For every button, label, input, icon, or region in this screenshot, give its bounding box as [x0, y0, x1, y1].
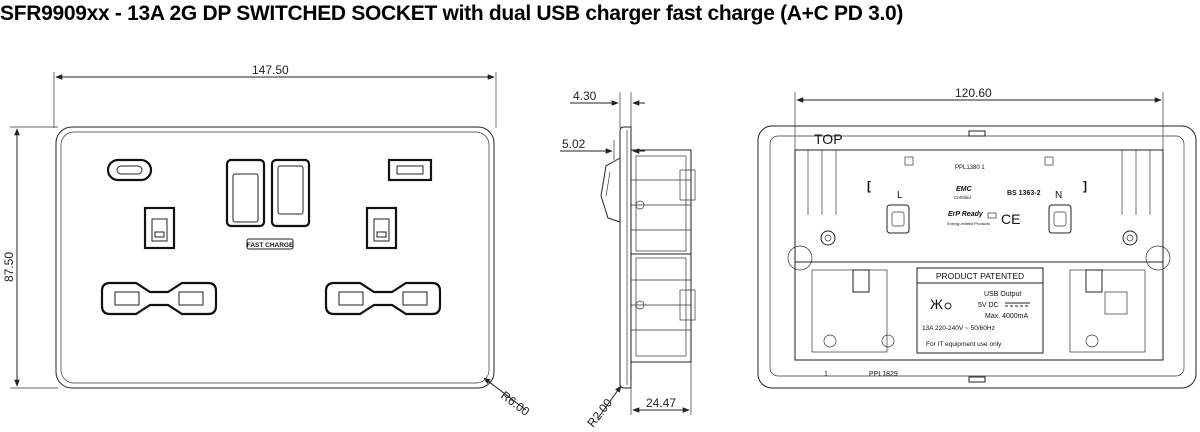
ce-mark: CE	[1001, 211, 1020, 227]
left-switch	[225, 158, 266, 228]
back-bottom-ppl: PPL1829	[869, 371, 898, 378]
front-view: 147.50 87.50 FAST CHARGE	[2, 63, 532, 419]
fast-charge-badge	[246, 238, 294, 250]
front-height-dim: 87.50	[2, 252, 16, 282]
fixing-hole-left-icon	[820, 230, 836, 246]
front-radius-dim: R6.00	[498, 388, 532, 419]
standard-label: BS 1363-2	[1007, 190, 1041, 197]
side-body	[630, 149, 696, 363]
right-pin-slots	[324, 281, 442, 316]
left-earth-slot	[143, 206, 176, 250]
emc-sub-label: Certified	[954, 195, 971, 200]
neutral-terminal-label: N	[1055, 190, 1062, 201]
back-box	[794, 149, 1164, 361]
front-plate	[55, 126, 495, 389]
right-earth-slot	[365, 206, 398, 250]
rating-label: 13A 220-240V ~ 50/60Hz	[922, 325, 995, 332]
side-switch-rocker	[600, 157, 621, 223]
page-title: SFR9909xx - 13A 2G DP SWITCHED SOCKET wi…	[0, 2, 904, 25]
usb-a-port-icon	[387, 158, 433, 182]
info-icon	[944, 302, 952, 310]
usb-c-port-icon	[106, 158, 153, 182]
back-view: 120.60 TOP PPL1380 1 [ ] L N EMC Certifi…	[757, 86, 1197, 389]
back-bracket-right: ]	[1083, 179, 1087, 193]
side-dim-depth: 24.47	[646, 396, 676, 410]
product-label: PRODUCT PATENTED Ж USB Output 5V DC Max.…	[916, 267, 1044, 354]
back-plate	[757, 125, 1197, 389]
neutral-terminal-screw	[1048, 204, 1072, 234]
ukca-mark-icon: Ж	[930, 296, 943, 312]
right-switch	[270, 158, 311, 228]
back-top-label: TOP	[814, 131, 843, 147]
side-dim-top: 4.30	[573, 89, 597, 103]
usb-voltage-label: 5V DC	[978, 302, 999, 309]
side-dim-mid: 5.02	[562, 137, 586, 151]
live-terminal-screw	[886, 204, 910, 234]
erp-label: ErP Ready	[948, 211, 984, 218]
back-bracket-left: [	[867, 179, 871, 193]
fixing-hole-right-icon	[1122, 230, 1138, 246]
usb-current-label: Max. 4000mA	[985, 313, 1029, 320]
front-radius-leader	[483, 377, 527, 411]
front-width-dim: 147.50	[252, 63, 289, 77]
erp-sub-label: Energy-related Products	[947, 221, 990, 226]
fast-charge-label: FAST CHARGE	[247, 242, 294, 249]
back-ppl-top: PPL1380 1	[955, 165, 985, 171]
emc-label: EMC	[956, 186, 973, 193]
side-view: 4.30 5.02	[560, 89, 696, 430]
left-pin-slots	[100, 281, 218, 316]
it-note-label: For IT equipment use only	[926, 341, 1002, 348]
front-plate-inner-edge	[60, 131, 490, 384]
side-plate-profile	[619, 126, 632, 389]
usb-output-label: USB Output	[984, 291, 1021, 298]
back-width-dim: 120.60	[955, 86, 992, 100]
live-terminal-label: L	[897, 190, 903, 201]
earth-screw-icon	[823, 334, 837, 348]
back-bottom-number: 1	[824, 371, 828, 378]
patent-label: PRODUCT PATENTED	[936, 271, 1024, 281]
